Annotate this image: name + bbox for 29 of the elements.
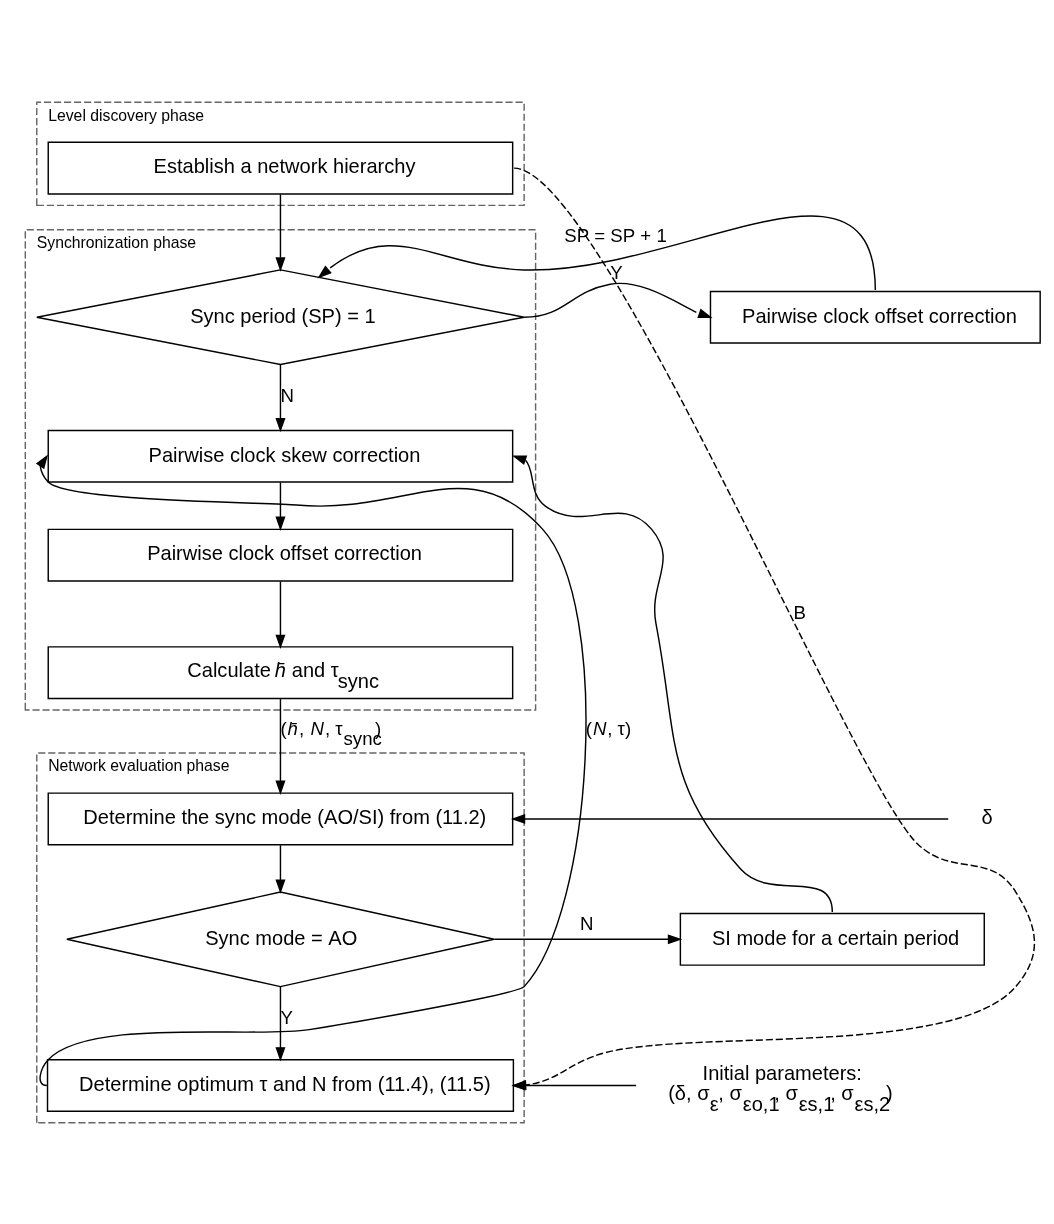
node-text: δ: [981, 805, 993, 828]
node-box: Determine the sync mode (AO/SI) from (11.2): [47, 791, 514, 845]
arrow: [317, 215, 877, 291]
node-box: Determine optimum τ and N from (11.4), (11.5): [46, 1058, 515, 1112]
node-box: Pairwise clock skew correction: [47, 429, 514, 483]
arrow: [523, 282, 713, 318]
edge-label: Y: [610, 261, 623, 283]
arrow: [493, 933, 683, 944]
arrow: [275, 481, 286, 531]
edge-label: N: [580, 912, 594, 934]
edge-label: Y: [280, 1006, 293, 1028]
arrow: [275, 697, 286, 795]
edge-label: SP = SP + 1: [564, 224, 667, 246]
node-box: Pairwise clock offset correction: [709, 290, 1041, 344]
node-box: Pairwise clock offset correction: [47, 528, 514, 582]
node-diamond: Sync period (SP) = 1: [36, 268, 525, 365]
arrow: [512, 454, 834, 913]
arrow: [275, 580, 286, 649]
arrow: [275, 844, 286, 894]
node-box: SI mode for a certain period: [679, 912, 985, 966]
edge-label: N: [280, 384, 294, 406]
node-diamond: Sync mode = AO: [66, 890, 495, 987]
node-box: Establish a network hierarchy: [47, 141, 514, 195]
edge-label: B: [793, 601, 807, 623]
arrow: [275, 363, 286, 432]
arrow: [275, 193, 286, 272]
arrow: [275, 985, 286, 1061]
edge-label: (N, τ): [585, 717, 632, 739]
arrow: [510, 813, 949, 824]
